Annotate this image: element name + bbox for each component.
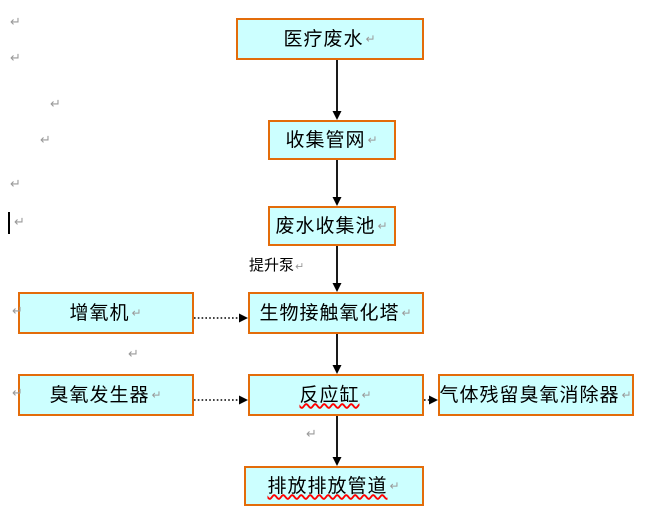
- paragraph-mark-icon: ↵: [10, 15, 21, 30]
- paragraph-mark-icon: ↵: [151, 388, 163, 402]
- connector-arrow-oxygenator-to-tower: [194, 311, 248, 325]
- paragraph-mark-icon: ↵: [12, 386, 23, 401]
- flow-node-label: 废水收集池: [275, 215, 376, 237]
- flow-node-label: 反应缸: [299, 384, 360, 406]
- paragraph-mark-icon: ↵: [10, 177, 21, 192]
- text-cursor: [8, 212, 10, 234]
- flow-node-label: 气体残留臭氧消除器: [439, 384, 620, 406]
- flow-node-reaction-tank[interactable]: 反应缸↵: [248, 374, 424, 416]
- flow-node-wastewater-collection-tank[interactable]: 废水收集池↵: [268, 206, 396, 246]
- connector-arrow-reaction-to-eliminator: [424, 393, 438, 407]
- paragraph-mark-icon: ↵: [295, 260, 305, 273]
- paragraph-mark-icon: ↵: [10, 51, 21, 66]
- paragraph-mark-icon: ↵: [40, 133, 51, 148]
- paragraph-mark-icon: ↵: [621, 388, 633, 402]
- flow-node-label: 医疗废水: [283, 28, 364, 50]
- paragraph-mark-icon: ↵: [377, 219, 389, 233]
- flow-node-label: 增氧机: [69, 302, 130, 324]
- flow-node-medical-wastewater[interactable]: 医疗废水↵: [236, 18, 424, 60]
- connector-arrow-tank-to-tower: [330, 246, 344, 292]
- paragraph-mark-icon: ↵: [131, 306, 143, 320]
- side-label-text: 提升泵: [249, 257, 295, 274]
- paragraph-mark-icon: ↵: [12, 304, 23, 319]
- flow-node-label: 生物接触氧化塔: [259, 302, 400, 324]
- paragraph-mark-icon: ↵: [128, 347, 139, 362]
- paragraph-mark-icon: ↵: [365, 32, 377, 46]
- flow-node-label: 排放排放管道: [267, 475, 388, 497]
- flow-node-ozone-generator[interactable]: 臭氧发生器↵: [18, 374, 194, 416]
- flow-node-label: 收集管网: [285, 129, 366, 151]
- flow-node-collection-pipe-network[interactable]: 收集管网↵: [268, 120, 396, 160]
- paragraph-mark-icon: ↵: [14, 215, 25, 230]
- paragraph-mark-icon: ↵: [361, 388, 373, 402]
- flow-node-label: 臭氧发生器: [49, 384, 150, 406]
- connector-arrow-ozone-to-reaction: [194, 393, 248, 407]
- connector-arrow-reaction-to-discharge: [330, 416, 344, 466]
- flow-node-discharge-pipeline[interactable]: 排放排放管道↵: [244, 466, 424, 506]
- paragraph-mark-icon: ↵: [306, 427, 317, 442]
- connector-arrow-wastewater-to-network: [330, 60, 344, 120]
- connector-arrow-tower-to-reaction: [330, 334, 344, 374]
- paragraph-mark-icon: ↵: [367, 133, 379, 147]
- flow-node-residual-ozone-eliminator[interactable]: 气体残留臭氧消除器↵: [438, 374, 634, 416]
- paragraph-mark-icon: ↵: [401, 306, 413, 320]
- side-label-lift-pump: 提升泵↵: [249, 258, 304, 273]
- connector-arrow-network-to-tank: [330, 160, 344, 206]
- paragraph-mark-icon: ↵: [50, 97, 61, 112]
- flow-node-bio-contact-oxidation-tower[interactable]: 生物接触氧化塔↵: [248, 292, 424, 334]
- flow-node-oxygenator[interactable]: 增氧机↵: [18, 292, 194, 334]
- paragraph-mark-icon: ↵: [389, 479, 401, 493]
